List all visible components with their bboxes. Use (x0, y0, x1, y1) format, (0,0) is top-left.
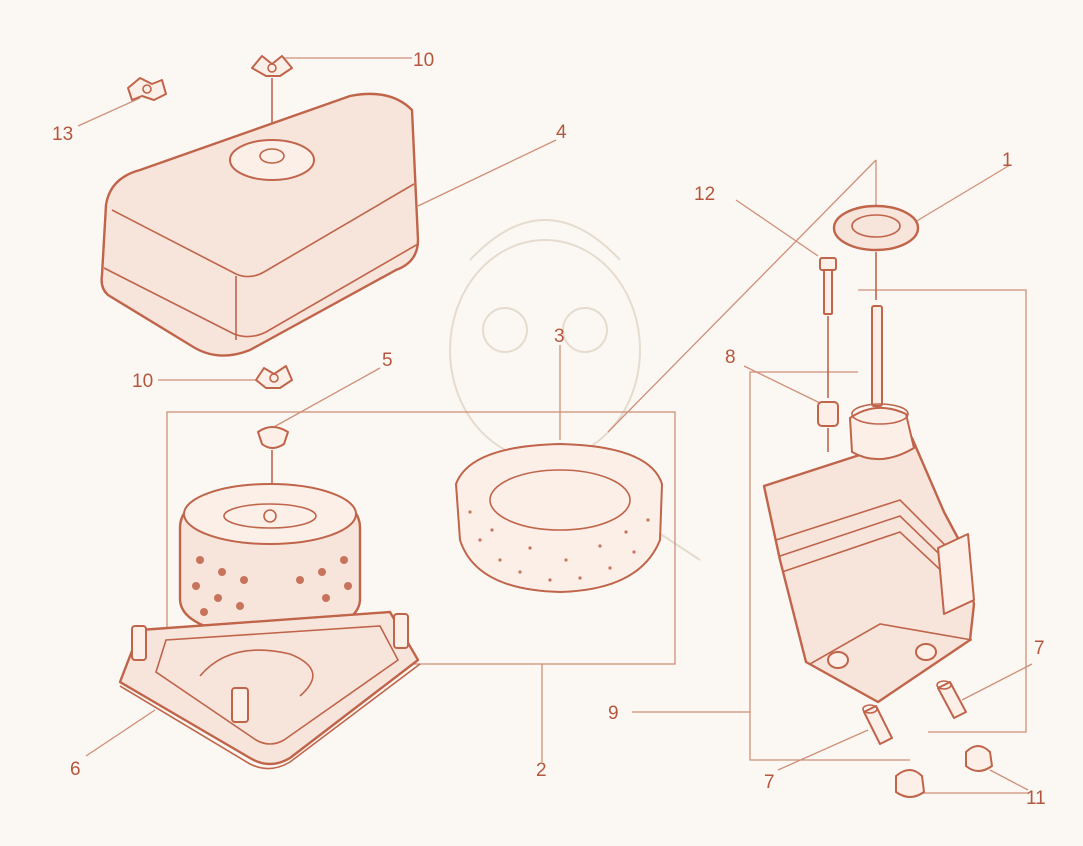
callout-9: 9 (608, 703, 619, 724)
callout-13: 13 (52, 124, 73, 145)
stud (871, 305, 883, 407)
callout-6: 6 (70, 759, 81, 780)
callout-10-lower: 10 (132, 371, 153, 392)
callout-7-right: 7 (1034, 638, 1045, 659)
assembly-box-2 (166, 411, 676, 665)
callout-5: 5 (382, 350, 393, 371)
callout-1: 1 (1002, 150, 1013, 171)
part-6-base (118, 610, 421, 770)
leader-lines (77, 57, 1033, 794)
part-7-tube-a (936, 680, 967, 719)
part-11-cap-a (965, 745, 993, 772)
filter-element (178, 483, 362, 690)
part-4-air-cleaner-cover (100, 92, 420, 357)
part-8-collar (817, 401, 839, 452)
part-13-wing-nut (127, 77, 167, 101)
part-9-air-cleaner-case (762, 403, 976, 704)
callout-10-top: 10 (413, 50, 434, 71)
part-12-bolt (819, 257, 837, 398)
callout-4: 4 (556, 122, 567, 143)
callout-labels: 1 2 3 4 5 6 7 7 8 9 10 10 11 12 13 (52, 50, 1046, 809)
callout-2: 2 (536, 760, 547, 781)
part-1-gasket (832, 204, 920, 300)
part-10-lower-wing-nut (255, 365, 293, 389)
callout-3: 3 (554, 326, 565, 347)
part-7-tube-b (862, 704, 893, 745)
part-3-foam-element (455, 443, 663, 593)
part-11-cap-b (895, 769, 925, 798)
part-5-grommet (257, 426, 289, 500)
callout-8: 8 (725, 347, 736, 368)
callout-11: 11 (1026, 788, 1046, 809)
assembly-box-9 (749, 289, 1027, 761)
callout-12: 12 (694, 184, 715, 205)
callout-7-left: 7 (764, 772, 775, 793)
